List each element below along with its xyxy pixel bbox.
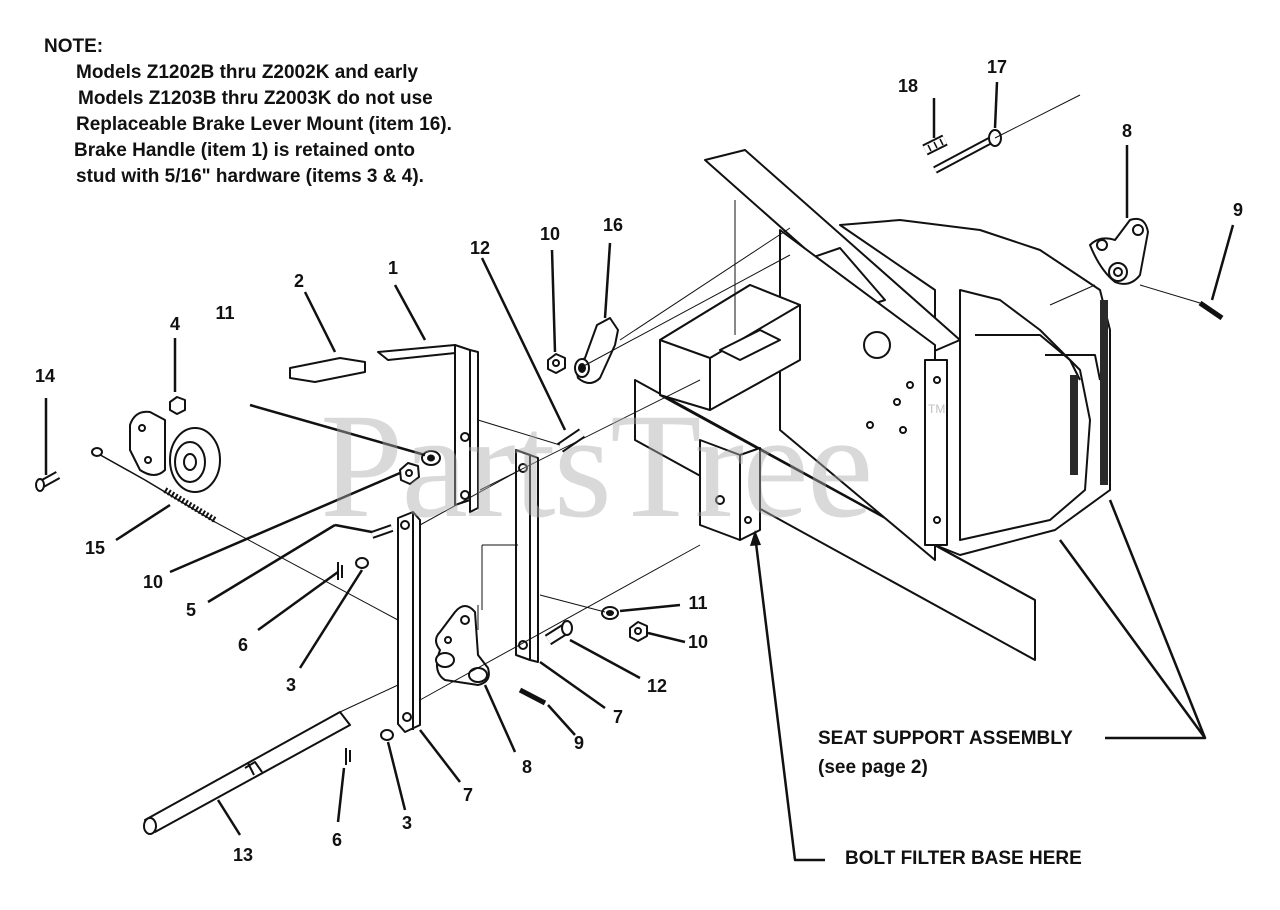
washer-11-left (421, 450, 441, 466)
callout-15: 15 (84, 538, 106, 558)
callout-6-upper: 6 (237, 635, 248, 655)
callout-11-right: 11 (688, 593, 708, 613)
shade-accents (1070, 300, 1108, 485)
callout-5: 5 (185, 600, 196, 620)
washer-3-upper (355, 557, 369, 569)
pin-5 (370, 524, 394, 539)
seat-support-label: SEAT SUPPORT ASSEMBLY (818, 728, 1073, 749)
note-line-3: Replaceable Brake Lever Mount (item 16). (76, 114, 452, 135)
note-heading: NOTE: (44, 36, 104, 57)
see-page-label: (see page 2) (818, 757, 928, 778)
nut-10-right (629, 621, 648, 642)
bolt-18 (922, 134, 948, 156)
callout-12-upper: 12 (469, 238, 491, 258)
brake-pivot-assembly (129, 410, 221, 493)
note-line-5: stud with 5/16" hardware (items 3 & 4). (76, 166, 424, 187)
lever-8-lower (435, 605, 490, 686)
stud-12-lower (544, 620, 573, 646)
callout-17: 17 (986, 57, 1008, 77)
cotter-6-lower (345, 748, 351, 765)
seat-support-assembly (634, 149, 1111, 661)
cable-spring-15 (91, 447, 217, 523)
pin-9-lower (518, 687, 547, 706)
callout-8-right: 8 (1121, 121, 1132, 141)
callout-10-right: 10 (687, 632, 709, 652)
callout-3-upper: 3 (285, 675, 296, 695)
callout-4: 4 (169, 314, 180, 334)
note-block: NOTE: Models Z1202B thru Z2002K and earl… (44, 34, 514, 190)
lever-8-right (1089, 217, 1149, 285)
callout-14: 14 (34, 366, 56, 386)
cotter-6-upper (337, 562, 343, 580)
brake-lever-mount-16 (574, 317, 619, 384)
note-line-2: Models Z1203B thru Z2003K do not use (78, 88, 433, 109)
callout-11-left: 11 (215, 303, 235, 323)
stud-12-upper (556, 428, 586, 453)
callout-8-lower: 8 (521, 757, 532, 777)
bolt-14 (35, 471, 61, 492)
callout-1: 1 (387, 258, 398, 278)
callout-7-middle: 7 (612, 707, 623, 727)
nut-4 (169, 396, 186, 415)
link-7-left (397, 511, 421, 733)
callout-9-right: 9 (1232, 200, 1243, 220)
link-7-middle (515, 449, 539, 663)
nut-10-left (399, 462, 420, 485)
callout-18: 18 (897, 76, 919, 96)
callout-6-lower: 6 (331, 830, 342, 850)
leader-arrowheads (750, 530, 761, 546)
washer-3-lower (380, 729, 394, 741)
pin-9-right (1198, 300, 1224, 321)
note-line-1: Models Z1202B thru Z2002K and early (76, 62, 419, 83)
callout-9-lower: 9 (573, 733, 584, 753)
callout-2: 2 (293, 271, 304, 291)
callout-7-left: 7 (462, 785, 473, 805)
callout-12-lower: 12 (646, 676, 668, 696)
nut-10-top (547, 353, 566, 374)
shaft-13 (143, 711, 351, 835)
bolt-filter-label: BOLT FILTER BASE HERE (845, 848, 1082, 869)
leader-lines (44, 81, 1235, 862)
callout-3-lower: 3 (401, 813, 412, 833)
note-line-4: Brake Handle (item 1) is retained onto (74, 140, 416, 161)
washer-11-right (601, 606, 619, 620)
bolt-17 (933, 129, 1002, 174)
grip-2 (289, 357, 366, 383)
watermark-tm: TM (928, 402, 946, 416)
callout-10-top: 10 (539, 224, 561, 244)
assembly-lines (214, 94, 1201, 713)
callout-13: 13 (232, 845, 254, 865)
callout-16: 16 (602, 215, 624, 235)
brake-handle-1 (377, 344, 479, 513)
callout-10-left: 10 (142, 572, 164, 592)
